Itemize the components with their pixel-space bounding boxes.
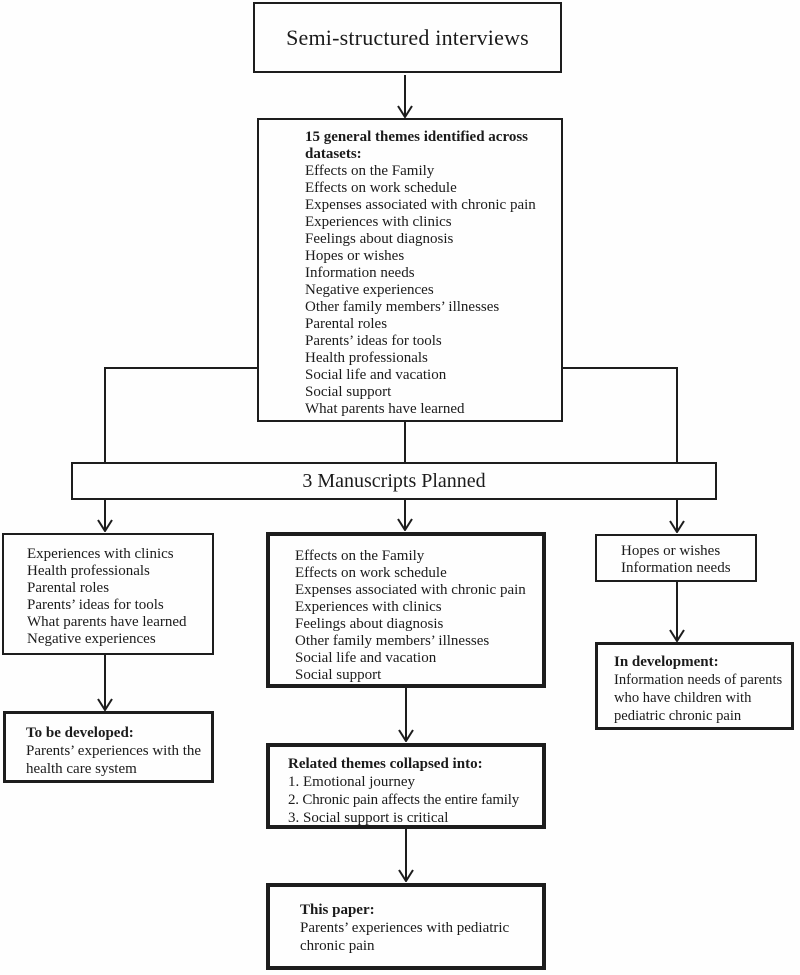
to-be-developed-body: Parents’ experiences with the health car…	[26, 743, 202, 777]
manuscripts-planned-box: 3 Manuscripts Planned	[71, 462, 717, 500]
theme-item: Information needs	[305, 265, 415, 281]
theme-item: Negative experiences	[305, 282, 434, 298]
left-branch-themes-box: Experiences with clinics Health professi…	[2, 533, 214, 655]
theme-item: Health professionals	[305, 350, 428, 366]
theme-item: Effects on the Family	[305, 163, 435, 179]
theme-item: Experiences with clinics	[305, 214, 452, 230]
arrow-shaft	[405, 688, 407, 741]
related-themes-heading: Related themes collapsed into:	[288, 756, 483, 772]
arrow-down-icon	[669, 520, 685, 533]
theme-item: Parental roles	[305, 316, 388, 332]
theme-item: Parents’ ideas for tools	[305, 333, 442, 349]
arrow-shaft	[404, 75, 406, 117]
right-branch-themes-box: Hopes or wishes Information needs	[595, 534, 757, 582]
general-themes-box: 15 general themes identified across data…	[257, 118, 563, 422]
theme-item: Social support	[295, 667, 382, 683]
general-themes-heading: 15 general themes identified across data…	[305, 129, 529, 162]
connector-right-vertical	[676, 367, 678, 462]
connector-left-horizontal	[104, 367, 258, 369]
arrow-shaft	[404, 500, 406, 530]
arrow-left-to-outcome	[97, 655, 113, 711]
theme-item: Information needs	[621, 560, 731, 576]
arrow-to-center-branch	[397, 500, 413, 531]
theme-item: Feelings about diagnosis	[305, 231, 454, 247]
theme-item: What parents have learned	[27, 614, 187, 630]
theme-item: Experiences with clinics	[295, 599, 442, 615]
theme-item: Social support	[305, 384, 392, 400]
arrow-shaft	[104, 655, 106, 710]
theme-item: Hopes or wishes	[621, 543, 721, 559]
this-paper-box: This paper: Parents’ experiences with pe…	[266, 883, 546, 970]
theme-item: Health professionals	[27, 563, 150, 579]
theme-item: Experiences with clinics	[27, 546, 174, 562]
arrow-down-icon	[397, 105, 413, 118]
to-be-developed-box: To be developed: Parents’ experiences wi…	[3, 711, 214, 783]
collapsed-item: 2. Chronic pain affects the entire famil…	[288, 792, 520, 808]
arrow-down-icon	[397, 518, 413, 531]
center-branch-themes-box: Effects on the Family Effects on work sc…	[266, 532, 546, 688]
theme-item: Social life and vacation	[305, 367, 447, 383]
in-development-body: Information needs of parents who have ch…	[614, 672, 783, 724]
semi-structured-interviews-box: Semi-structured interviews	[253, 2, 562, 73]
arrow-collapsed-to-paper	[398, 829, 414, 882]
theme-item: Parents’ ideas for tools	[27, 597, 164, 613]
arrow-down-icon	[398, 729, 414, 742]
arrow-shaft	[104, 500, 106, 531]
theme-item: Parental roles	[27, 580, 110, 596]
theme-item: Negative experiences	[27, 631, 156, 647]
theme-item: Effects on work schedule	[305, 180, 457, 196]
arrow-top-to-themes	[397, 75, 413, 118]
theme-item: What parents have learned	[305, 401, 465, 417]
in-development-box: In development: Information needs of par…	[595, 642, 794, 730]
arrow-center-to-collapsed	[398, 688, 414, 742]
arrow-down-icon	[97, 698, 113, 711]
theme-item: Effects on work schedule	[295, 565, 447, 581]
this-paper-body: Parents’ experiences with pediatric chro…	[300, 920, 510, 954]
arrow-down-icon	[669, 629, 685, 642]
connector-left-vertical	[104, 367, 106, 462]
theme-item: Expenses associated with chronic pain	[305, 197, 536, 213]
connector-center-vertical	[404, 422, 406, 462]
collapsed-item: 1. Emotional journey	[288, 774, 416, 790]
related-themes-box: Related themes collapsed into: 1. Emotio…	[266, 743, 546, 829]
collapsed-item: 3. Social support is critical	[288, 810, 449, 826]
manuscripts-planned-label: 3 Manuscripts Planned	[302, 469, 486, 492]
arrow-down-icon	[398, 869, 414, 882]
theme-item: Effects on the Family	[295, 548, 425, 564]
arrow-shaft	[676, 582, 678, 641]
theme-item: Other family members’ illnesses	[295, 633, 490, 649]
semi-structured-interviews-label: Semi-structured interviews	[286, 24, 529, 50]
in-development-heading: In development:	[614, 654, 719, 670]
arrow-shaft	[676, 500, 678, 532]
theme-item: Social life and vacation	[295, 650, 437, 666]
to-be-developed-heading: To be developed:	[26, 725, 134, 741]
arrow-down-icon	[97, 519, 113, 532]
theme-item: Feelings about diagnosis	[295, 616, 444, 632]
theme-item: Other family members’ illnesses	[305, 299, 500, 315]
this-paper-heading: This paper:	[300, 902, 375, 918]
theme-item: Hopes or wishes	[305, 248, 405, 264]
connector-right-horizontal	[563, 367, 678, 369]
arrow-to-right-branch	[669, 500, 685, 533]
arrow-right-to-outcome	[669, 582, 685, 642]
arrow-shaft	[405, 829, 407, 881]
arrow-to-left-branch	[97, 500, 113, 532]
theme-item: Expenses associated with chronic pain	[295, 582, 526, 598]
